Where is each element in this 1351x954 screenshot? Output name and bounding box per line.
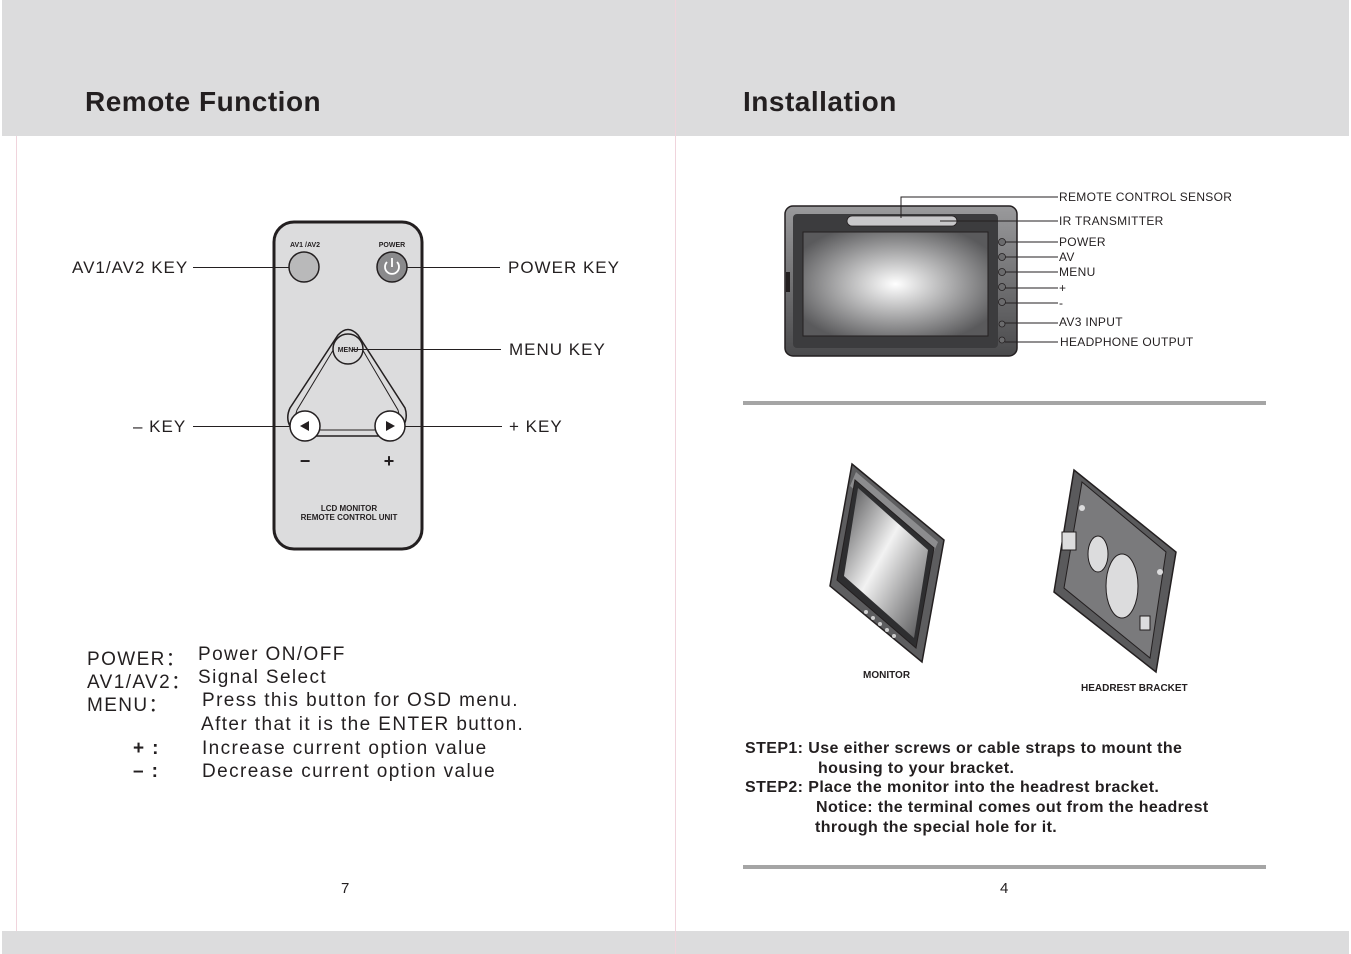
monitor-screen <box>802 231 989 337</box>
page-title-installation: Installation <box>743 86 897 117</box>
monitor-side-screen <box>844 488 928 638</box>
desc-term-menu: MENU： <box>87 695 169 716</box>
remote-power-label: POWER <box>379 242 405 249</box>
page-divider <box>675 0 676 954</box>
remote-menu-label: MENU <box>338 347 359 354</box>
divider-rule-upper <box>743 401 1266 405</box>
desc-text-menu: Press this button for OSD menu. <box>202 690 519 711</box>
right-arrow-icon <box>386 421 395 431</box>
leader-plus-key <box>405 426 502 427</box>
desc-term-minus: – : <box>133 761 160 782</box>
leader-minus-key <box>193 426 290 427</box>
callout-ir-transmitter: IR TRANSMITTER <box>1059 214 1164 228</box>
callout-menu-key: MENU KEY <box>509 340 606 359</box>
page-number-right: 4 <box>1000 880 1009 897</box>
desc-text-av: Signal Select <box>198 667 328 688</box>
caption-headrest-bracket: HEADREST BRACKET <box>1081 683 1188 694</box>
callout-remote-control-sensor: REMOTE CONTROL SENSOR <box>1059 190 1233 204</box>
monitor-side-illustration <box>829 462 945 664</box>
step2-line2: Notice: the terminal comes out from the … <box>816 799 1209 816</box>
callout-minus-key: – KEY <box>133 417 187 436</box>
remote-av-button <box>288 251 320 283</box>
remote-control-illustration: AV1 /AV2 POWER MENU − + LCD MONITOR REMO… <box>272 220 424 551</box>
power-icon <box>384 258 400 275</box>
desc-term-plus: + : <box>133 738 160 759</box>
callout-plus: + <box>1059 281 1067 295</box>
bracket-hole-left <box>1087 535 1109 573</box>
step1-line2: housing to your bracket. <box>818 760 1015 777</box>
page-number-left: 7 <box>341 880 350 897</box>
desc-text-plus: Increase current option value <box>202 738 488 759</box>
bracket-hole-large <box>1105 553 1139 619</box>
step1-line1: STEP1: Use either screws or cable straps… <box>745 740 1183 757</box>
left-arrow-icon <box>300 421 309 431</box>
remote-plus-sign: + <box>384 451 395 471</box>
callout-power-key: POWER KEY <box>508 258 620 277</box>
leader-av-key <box>193 267 289 268</box>
remote-av-label: AV1 /AV2 <box>290 242 320 249</box>
callout-av: AV <box>1059 250 1075 264</box>
page-title-remote-function: Remote Function <box>85 86 322 117</box>
callout-power: POWER <box>1059 235 1106 249</box>
remote-unit-line1: LCD MONITOR <box>321 504 378 513</box>
step2-line1: STEP2: Place the monitor into the headre… <box>745 779 1160 796</box>
desc-term-power: POWER： <box>87 649 187 670</box>
divider-rule-lower <box>743 865 1266 869</box>
callout-av3-input: AV3 INPUT <box>1059 315 1123 329</box>
callout-menu: MENU <box>1059 265 1096 279</box>
remote-minus-sign: − <box>300 451 311 471</box>
step2-line3: through the special hole for it. <box>815 819 1058 836</box>
desc-term-av: AV1/AV2： <box>87 672 192 693</box>
callout-plus-key: + KEY <box>509 417 563 436</box>
left-margin-line <box>16 136 17 931</box>
monitor-leader-lines <box>900 196 1058 343</box>
callout-minus: - <box>1059 296 1064 310</box>
desc-text-menu-2: After that it is the ENTER button. <box>201 714 525 735</box>
headrest-bracket-illustration <box>1053 468 1177 674</box>
leader-power-key <box>407 267 500 268</box>
desc-text-minus: Decrease current option value <box>202 761 497 782</box>
desc-text-power: Power ON/OFF <box>198 644 346 665</box>
monitor-front-illustration <box>784 205 1018 357</box>
callout-av-key: AV1/AV2 KEY <box>72 258 189 277</box>
callout-headphone-output: HEADPHONE OUTPUT <box>1060 335 1194 349</box>
caption-monitor: MONITOR <box>863 670 911 681</box>
remote-unit-line2: REMOTE CONTROL UNIT <box>301 513 398 522</box>
leader-menu-key <box>352 349 501 350</box>
